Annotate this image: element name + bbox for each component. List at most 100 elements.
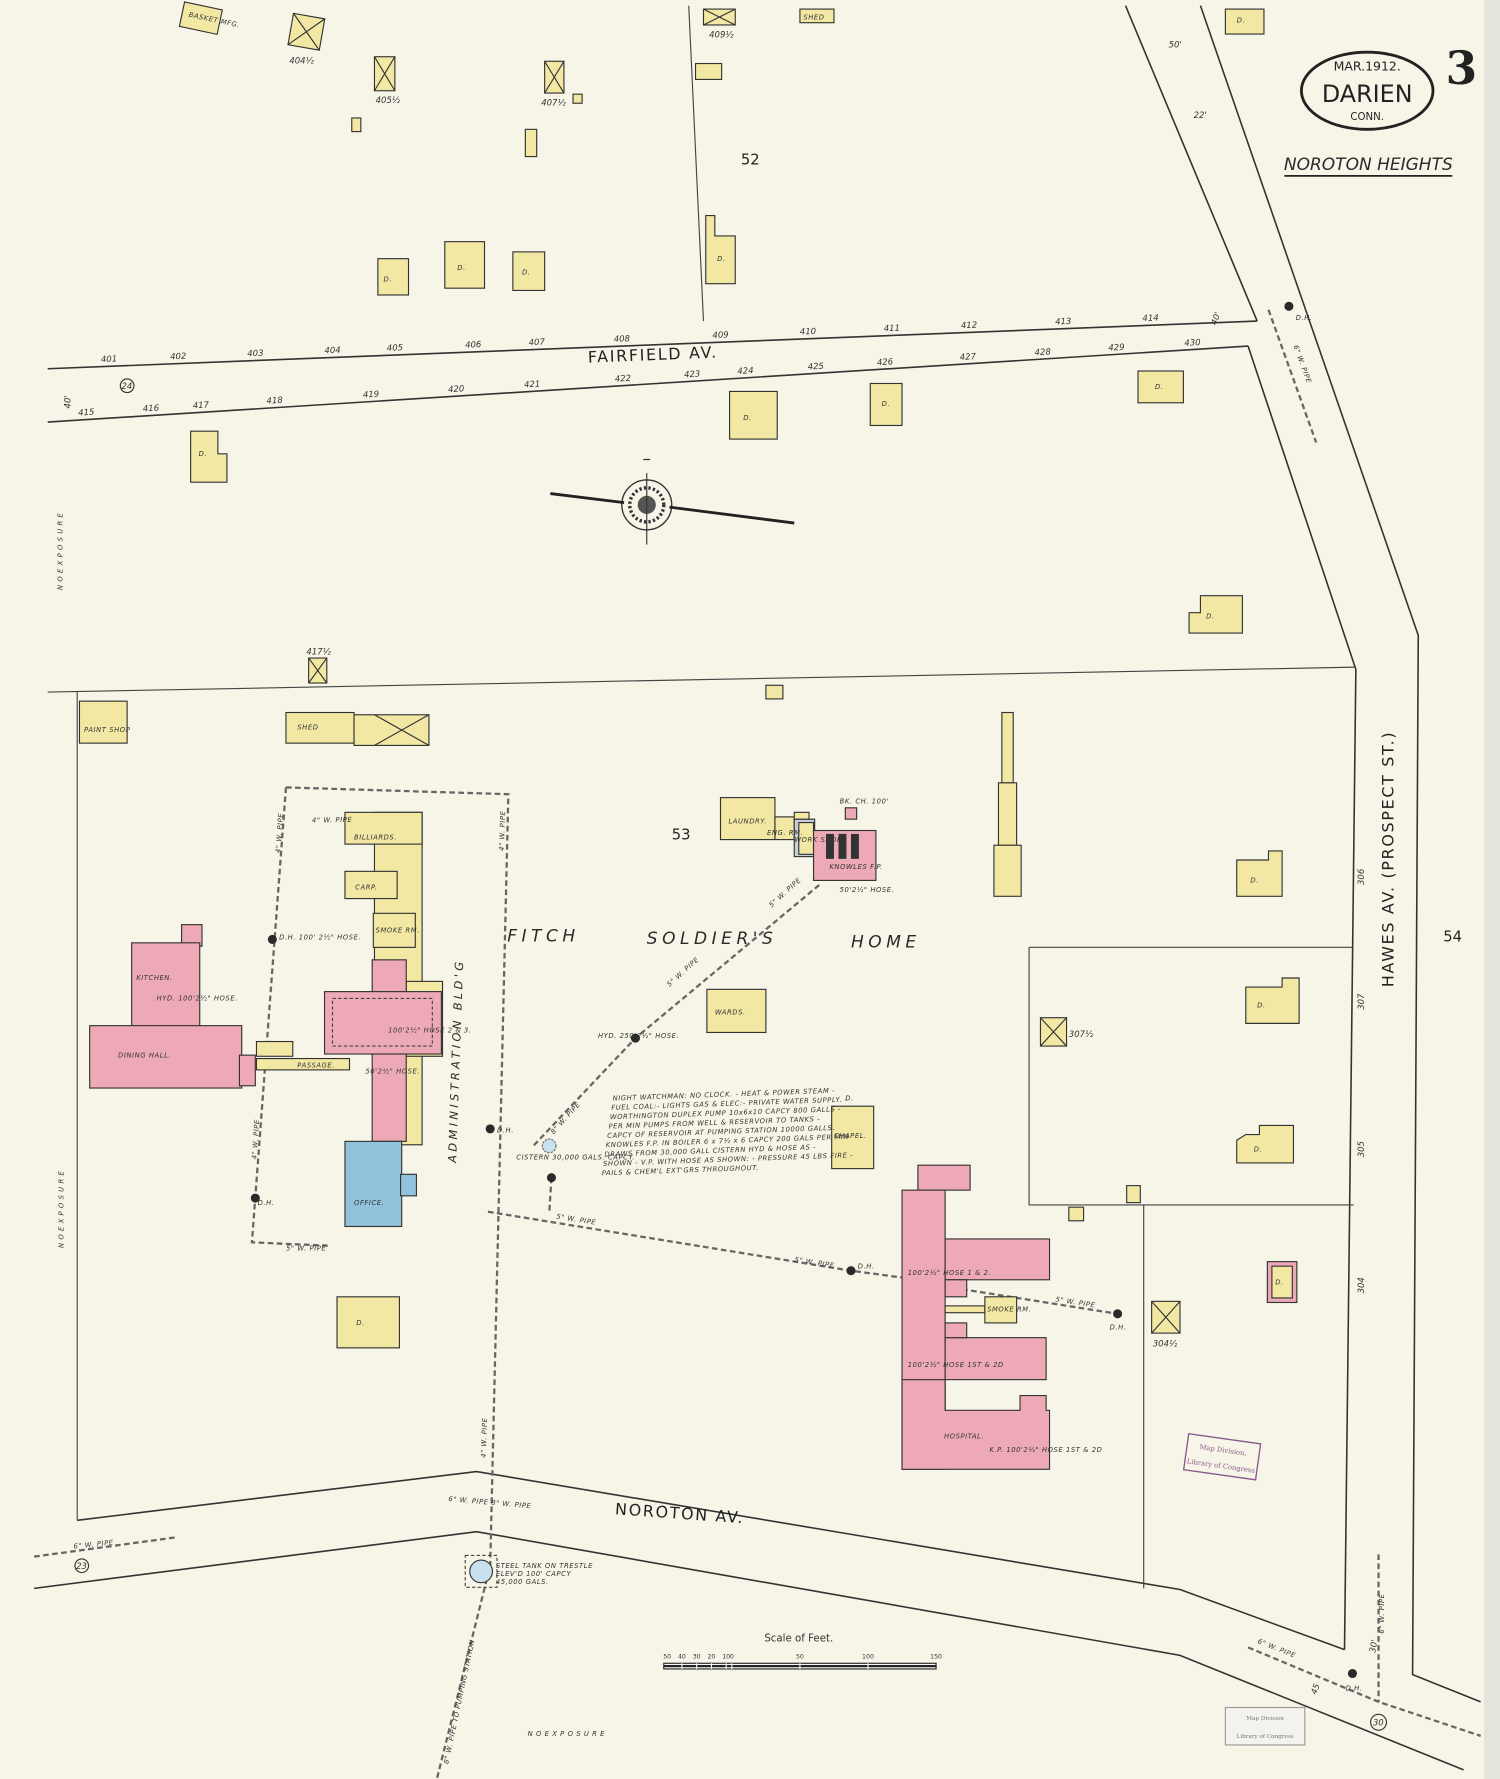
dh-label: D.H. [497, 1126, 514, 1134]
building-outbuilding [997, 782, 1018, 846]
lot-number: 420 [448, 384, 465, 395]
building-hospital-north [917, 1164, 971, 1191]
pipe-label: 4" W. PIPE [274, 812, 285, 853]
hydrant-icon [485, 1124, 495, 1134]
lot-line [688, 5, 705, 322]
building-shed [799, 8, 835, 24]
building-outbuilding [1001, 711, 1014, 784]
pipe-4in-west [250, 787, 330, 1247]
lot-number: 419 [363, 390, 380, 401]
building-billiards [344, 811, 423, 845]
block-53: 53 [672, 827, 691, 844]
hydrant-note: HYD. 250'2½" HOSE. [598, 1032, 679, 1040]
label-paint-shop: PAINT SHOP [84, 726, 131, 734]
hydrant-icon [267, 934, 277, 944]
pipe-hawes-north [1267, 309, 1318, 443]
lot-number: 425 [807, 362, 824, 373]
label-carp: CARP. [355, 884, 377, 892]
compass-rose-icon [550, 458, 795, 545]
lot-number: 407 [528, 338, 545, 349]
label-dwelling: D. [356, 1319, 365, 1327]
building-storage [353, 714, 430, 746]
library-stamp-grey: Map Division Library of Congress [1224, 1706, 1306, 1746]
label-billiards: BILLIARDS. [354, 834, 397, 842]
lot-number: 409 [712, 330, 729, 341]
building-405h [373, 56, 396, 92]
scale-tick-label: 20 [707, 1654, 715, 1661]
lot-407h: 407½ [541, 99, 566, 109]
hydrants [250, 301, 1357, 1679]
lot-number: 428 [1034, 347, 1051, 358]
locality-name: NOROTON HEIGHTS [1284, 155, 1453, 175]
label-dwelling: D. [457, 264, 466, 272]
hose-note: 100'2½" HOSE 1 & 2. [908, 1269, 991, 1277]
lot-417h: 417½ [306, 648, 331, 658]
street-lines [33, 5, 1481, 1771]
label-dwelling: D. [743, 414, 752, 422]
lot-number: 412 [961, 321, 978, 332]
label-eng-rm: ENG. RM. [767, 829, 803, 837]
pipe-label: 4" W. PIPE [498, 810, 507, 851]
label-office: OFFICE. [354, 1199, 384, 1207]
street-width: 24 [121, 382, 132, 392]
hydrant-icon [1113, 1309, 1123, 1319]
hydrant-icon [846, 1266, 856, 1276]
street-width: 30 [1373, 1719, 1384, 1729]
building-hospital-south [901, 1379, 1051, 1470]
building-passage [255, 1057, 351, 1071]
fairfield-north-line [47, 320, 1258, 370]
lot-number: 415 [78, 408, 95, 419]
building-307h [1039, 1017, 1068, 1047]
boiler-icon [850, 833, 859, 859]
map-date: MAR.1912. [1334, 58, 1401, 73]
hydrant-icon [546, 1173, 556, 1183]
street-width: 22' [1194, 111, 1207, 121]
cistern-icon [541, 1138, 557, 1154]
building-dwelling [705, 215, 736, 285]
building-shed [793, 811, 810, 820]
building-hospital-annex [944, 1279, 968, 1298]
lot-number: 401 [101, 354, 118, 365]
building-407h [544, 60, 565, 94]
street-width: 45 [1310, 1682, 1323, 1696]
pipe-label: 6" W. PIPE [1378, 1593, 1386, 1633]
label-dwelling: D. [1257, 1001, 1266, 1009]
lot-number: 414 [1142, 313, 1159, 324]
scale-tick-label: 100 [862, 1654, 874, 1661]
lot-number: 406 [465, 340, 482, 351]
building-hospital-annex [944, 1322, 968, 1339]
fairfield-south-line [47, 345, 1249, 423]
pipe-label: 4" W. PIPE [480, 1417, 489, 1458]
street-width-circle [1370, 1713, 1388, 1731]
lot-number: 404 [324, 346, 341, 357]
building-417h [308, 657, 328, 684]
label-kitchen: KITCHEN. [136, 974, 173, 982]
boiler-icon [826, 833, 834, 859]
building-passage-shed [255, 1040, 294, 1057]
building-dwelling [729, 390, 778, 440]
lot-number: 408 [614, 334, 631, 345]
label-fitch: FITCH [507, 927, 580, 947]
map-town: DARIEN [1322, 80, 1413, 108]
hose-note: HYD. 100'2½" HOSE. [157, 995, 238, 1003]
hose-note: 100'2½" HOSE 2 & 3. [388, 1026, 471, 1034]
building-dining-annex [238, 1054, 256, 1087]
steel-tank-note: ELEV'D 100' CAPCY [496, 1570, 572, 1578]
building-admin-main [323, 991, 442, 1055]
hydrant-icon [1347, 1668, 1357, 1679]
building-dwelling [1236, 1124, 1295, 1164]
lot-line [1028, 946, 1354, 1206]
label-hospital: HOSPITAL. [944, 1433, 984, 1441]
street-width: 23 [76, 1562, 87, 1572]
stamp-text: Library of Congress [1237, 1734, 1294, 1740]
dh-label: D.H. [258, 1199, 275, 1207]
block-52: 52 [741, 152, 760, 169]
lot-number: 426 [877, 357, 894, 368]
building-dwelling [1137, 370, 1184, 404]
hose-note: 50'2½" HOSE. [840, 886, 895, 894]
building-dining-hall [89, 1025, 243, 1089]
scale-tick-label: 150 [930, 1654, 942, 1661]
